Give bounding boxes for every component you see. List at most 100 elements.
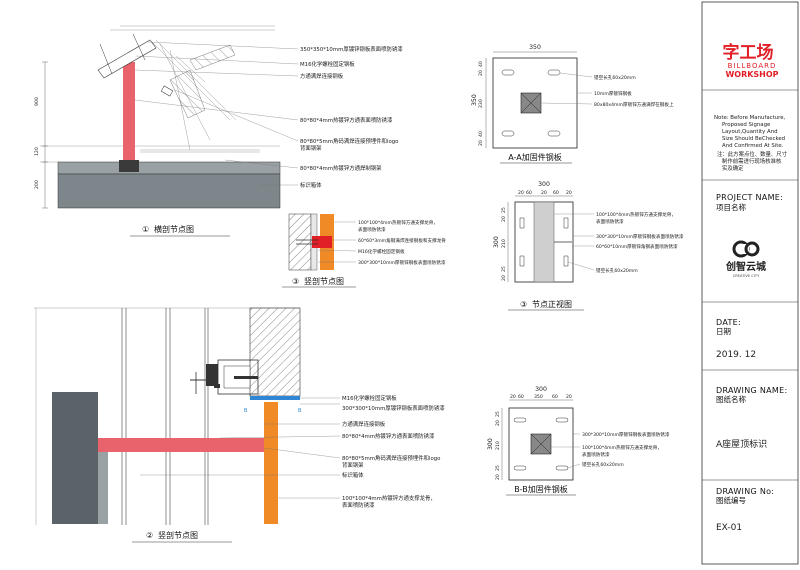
plate-b-label-2: 100*100*4mm热镀锌方通支撑龙骨， <box>582 444 662 451</box>
view1-label-5: 80*80*5mm角码满焊连接预埋件和logo <box>300 137 398 145</box>
node-front-caption-number: ③ <box>520 300 527 309</box>
view3-caption: 竖剖节点图 <box>304 276 344 286</box>
plate-a-label-3: 80x80x4mm厚镀锌方通满焊在钢板上 <box>594 101 674 108</box>
plate-a-label-1: 镂空长孔60x20mm <box>594 74 636 81</box>
view1-label-8: 标识箱体 <box>300 181 322 189</box>
plate-b-label-1: 300*300*10mm厚镀锌钢板表面喷防锈漆 <box>582 431 670 438</box>
node-front-dim-t2: 60 <box>526 190 532 196</box>
view1-sign-box <box>57 173 281 209</box>
drawing-no-en: DRAWING No: <box>716 487 774 496</box>
note-cn-1: 注：此方案点位、数量、尺寸 <box>717 150 788 158</box>
plate-a-label-2: 10mm厚镀锌钢板 <box>594 90 632 97</box>
view-2-vertical-section: B B M16化学螺栓固定钢板 300*300*10mm厚镀锌钢板表面喷防锈漆 … <box>34 307 445 543</box>
view2-label-2: 300*300*10mm厚镀锌钢板表面喷防锈漆 <box>342 404 445 412</box>
view1-caption-number: ① <box>142 225 149 234</box>
note-en-4: Size Should BeChecked <box>722 136 785 142</box>
view1-label-6: 背面钢架 <box>300 144 322 152</box>
view2-label-4: 80*80*4mm热镀锌方通表面喷防锈漆 <box>342 432 435 440</box>
plate-a-dim-4: 40 <box>478 131 484 137</box>
plate-b-dim-top: 300 <box>535 386 547 393</box>
note-en-3: Layout,Quantity And <box>722 129 778 135</box>
project-name-en: PROJECT NAME: <box>716 193 783 202</box>
view1-dim-120: 120 <box>34 147 40 156</box>
client-logo-text: 创智云城 <box>725 260 766 273</box>
plate-b-dim-t2: 60 <box>518 394 524 400</box>
node-front-dim-l4: 25 <box>501 266 507 272</box>
plate-b-dim-left: 300 <box>487 438 494 450</box>
view2-label-1: M16化学螺栓固定钢板 <box>342 394 397 402</box>
project-name-cn: 项目名称 <box>716 202 746 212</box>
node-front-dim-left: 300 <box>493 236 500 248</box>
node-front-dim-l5: 20 <box>501 275 507 281</box>
plate-a-dim-5: 20 <box>478 140 484 146</box>
view2-label-3: 方通满焊连接钢板 <box>342 420 386 428</box>
drawing-name-en: DRAWING NAME: <box>716 386 787 395</box>
note-cn-3: 实及确定 <box>722 164 744 172</box>
view1-caption: 横剖节点图 <box>154 224 194 234</box>
note-en-5: And Confirmed At Site. <box>722 143 784 149</box>
plate-b-outline <box>508 407 574 481</box>
node-front-dim-t5: 20 <box>566 190 572 196</box>
view1-dim-200: 200 <box>34 180 40 189</box>
drawing-no-value: EX-01 <box>716 523 742 533</box>
plate-a-dim-left: 350 <box>471 94 478 106</box>
node-front-tube <box>533 201 555 283</box>
client-logo: 创智云城 CREATIVE CITY <box>725 240 766 278</box>
view3-label-4: M16化学螺栓固定钢板 <box>358 248 405 255</box>
title-block: 字工场 BILLBOARD WORKSHOP Note: Before Manu… <box>701 1 799 565</box>
node-front-dim-top: 300 <box>538 181 550 188</box>
plate-a-outline <box>492 57 578 149</box>
view3-wall <box>288 213 312 271</box>
node-front-label-4: 60*60*10mm厚镀锌角钢表面喷防锈漆 <box>596 243 678 250</box>
view1-label-2: M16化学螺栓固定钢板 <box>300 60 355 68</box>
date-label-en: DATE: <box>716 318 741 327</box>
view1-dim-900: 900 <box>34 97 40 106</box>
view2-section-mark-left: B <box>244 408 248 414</box>
view2-square-tube <box>98 438 264 452</box>
brand-logo-sub2: WORKSHOP <box>725 70 778 79</box>
drawing-name-cn: 图纸名称 <box>716 394 746 404</box>
view3-label-1: 100*100*4mm热镀锌方通支撑龙骨， <box>358 219 438 226</box>
note-en-1: Note: Before Manufacture, <box>714 115 786 121</box>
date-value: 2019. 12 <box>716 350 756 360</box>
view2-caption-number: ② <box>146 531 153 540</box>
view3-red-bracket <box>312 236 332 248</box>
plate-b-dim-t1: 20 <box>510 394 516 400</box>
node-front-label-1: 100*100*4mm热镀锌方通支撑龙骨， <box>596 211 676 218</box>
view1-label-4: 80*80*4mm热镀锌方通表面喷防锈漆 <box>300 116 393 124</box>
drawing-name-value: A座屋顶标识 <box>716 438 767 450</box>
plate-a-caption: A-A加固件钢板 <box>508 152 561 162</box>
view3-label-2: 表面喷防锈漆 <box>358 226 386 233</box>
plate-b-label-4: 镂空长孔60x20mm <box>582 461 624 468</box>
view1-label-7: 80*80*4mm热镀锌方通焊制钢架 <box>300 164 382 172</box>
plate-b-dim-t4: 60 <box>552 394 558 400</box>
view2-label-5: 80*80*5mm角码满焊连接预埋件和logo <box>342 454 440 462</box>
plate-b-dim-t5: 20 <box>566 394 572 400</box>
node-front-label-5: 镂空长孔60x20mm <box>596 267 638 274</box>
plate-b-dim-l1: 25 <box>495 411 501 417</box>
view2-caption: 竖剖节点图 <box>158 530 198 540</box>
view2-label-8: 100*100*4mm热镀锌方通支撑龙骨， <box>342 494 436 502</box>
brand-logo-main: 字工场 <box>723 42 774 63</box>
node-front-label-3: 300*300*10mm厚镀锌钢板表面喷防锈漆 <box>596 233 684 240</box>
view-1-horizontal-section: 900 120 200 350*350*10mm厚镀锌钢板表面喷防锈漆 M16化… <box>34 25 403 237</box>
plate-b-b: 300 20 60 350 60 20 300 25 20 210 25 20 … <box>487 386 670 496</box>
node-front-label-2: 表面喷防锈漆 <box>596 218 624 225</box>
client-logo-sub: CREATIVE CITY <box>733 274 760 278</box>
node-front-dim-l3: 210 <box>501 239 507 248</box>
date-label-cn: 日期 <box>716 327 731 336</box>
plate-b-dim-l2: 20 <box>495 420 501 426</box>
view2-label-9: 表面喷防锈漆 <box>342 501 375 509</box>
view1-square-tube <box>123 62 135 170</box>
view2-orange-tube <box>264 402 278 524</box>
view2-section-mark-right: B <box>298 408 302 414</box>
plate-a-dim-2: 20 <box>478 70 484 76</box>
plate-b-dim-t3: 350 <box>534 394 543 400</box>
view1-ground-slab <box>57 161 281 175</box>
plate-a-a: 350 350 40 20 230 40 20 镂空长孔60x20mm 10mm… <box>471 44 674 164</box>
node-front-dim-l2: 20 <box>501 216 507 222</box>
view2-label-6: 背面钢架 <box>342 461 364 469</box>
plate-b-dim-l4: 25 <box>495 465 501 471</box>
